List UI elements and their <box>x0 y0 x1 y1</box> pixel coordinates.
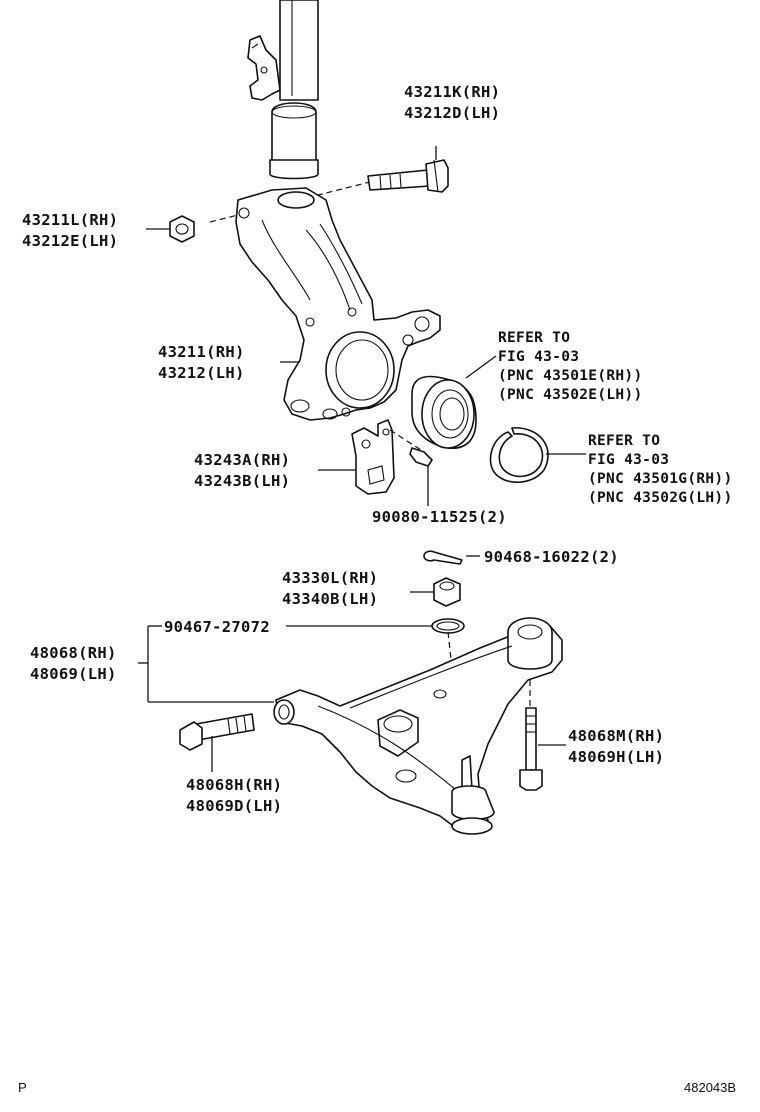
label-43243a: 43243A(RH) <box>194 451 290 469</box>
label-48068: 48068(RH) <box>30 644 117 662</box>
label-refer-2-d: (PNC 43502G(LH)) <box>588 490 732 506</box>
label-43330l: 43330L(RH) <box>282 569 378 587</box>
strut-assembly <box>247 0 319 180</box>
label-90467: 90467-27072 <box>164 618 270 636</box>
cotter-pin <box>423 550 480 565</box>
vertical-bolt <box>519 707 566 791</box>
knuckle-bracket <box>318 419 395 495</box>
label-43340b: 43340B(LH) <box>282 590 378 608</box>
label-48069: 48069(LH) <box>30 665 117 683</box>
labels: 43211K(RH) 43212D(LH) 43211L(RH) 43212E(… <box>22 83 732 815</box>
snap-ring <box>489 427 586 483</box>
strut-nut <box>146 215 195 243</box>
label-48068m: 48068M(RH) <box>568 727 664 745</box>
label-48069h: 48069H(LH) <box>568 748 664 766</box>
label-refer-1-d: (PNC 43502E(LH)) <box>498 387 642 403</box>
label-90080: 90080-11525(2) <box>372 508 507 526</box>
label-refer-2-c: (PNC 43501G(RH)) <box>588 471 732 487</box>
bearing-leader <box>465 355 497 379</box>
steering-knuckle <box>235 187 441 421</box>
label-refer-1-b: FIG 43-03 <box>498 349 579 365</box>
footer-illustration-number: 482043B <box>684 1080 736 1095</box>
hub-bearing <box>411 375 477 449</box>
label-43211: 43211(RH) <box>158 343 245 361</box>
small-bolt <box>389 429 433 506</box>
strut-bolt <box>209 146 449 223</box>
lower-control-arm <box>273 617 563 835</box>
label-refer-2-b: FIG 43-03 <box>588 452 669 468</box>
label-43212: 43212(LH) <box>158 364 245 382</box>
label-43212d: 43212D(LH) <box>404 104 500 122</box>
label-refer-1-a: REFER TO <box>498 330 570 346</box>
label-43243b: 43243B(LH) <box>194 472 290 490</box>
label-refer-2-a: REFER TO <box>588 433 660 449</box>
arm-leader <box>138 625 274 703</box>
label-refer-1-c: (PNC 43501E(RH)) <box>498 368 642 384</box>
label-48069d: 48069D(LH) <box>186 797 282 815</box>
label-43211l: 43211L(RH) <box>22 211 118 229</box>
label-48068h: 48068H(RH) <box>186 776 282 794</box>
label-43211k: 43211K(RH) <box>404 83 500 101</box>
castle-nut <box>410 577 461 607</box>
footer-left-code: P <box>18 1080 27 1095</box>
label-90468: 90468-16022(2) <box>484 548 619 566</box>
label-43212e: 43212E(LH) <box>22 232 118 250</box>
horizontal-bolt <box>179 713 255 772</box>
